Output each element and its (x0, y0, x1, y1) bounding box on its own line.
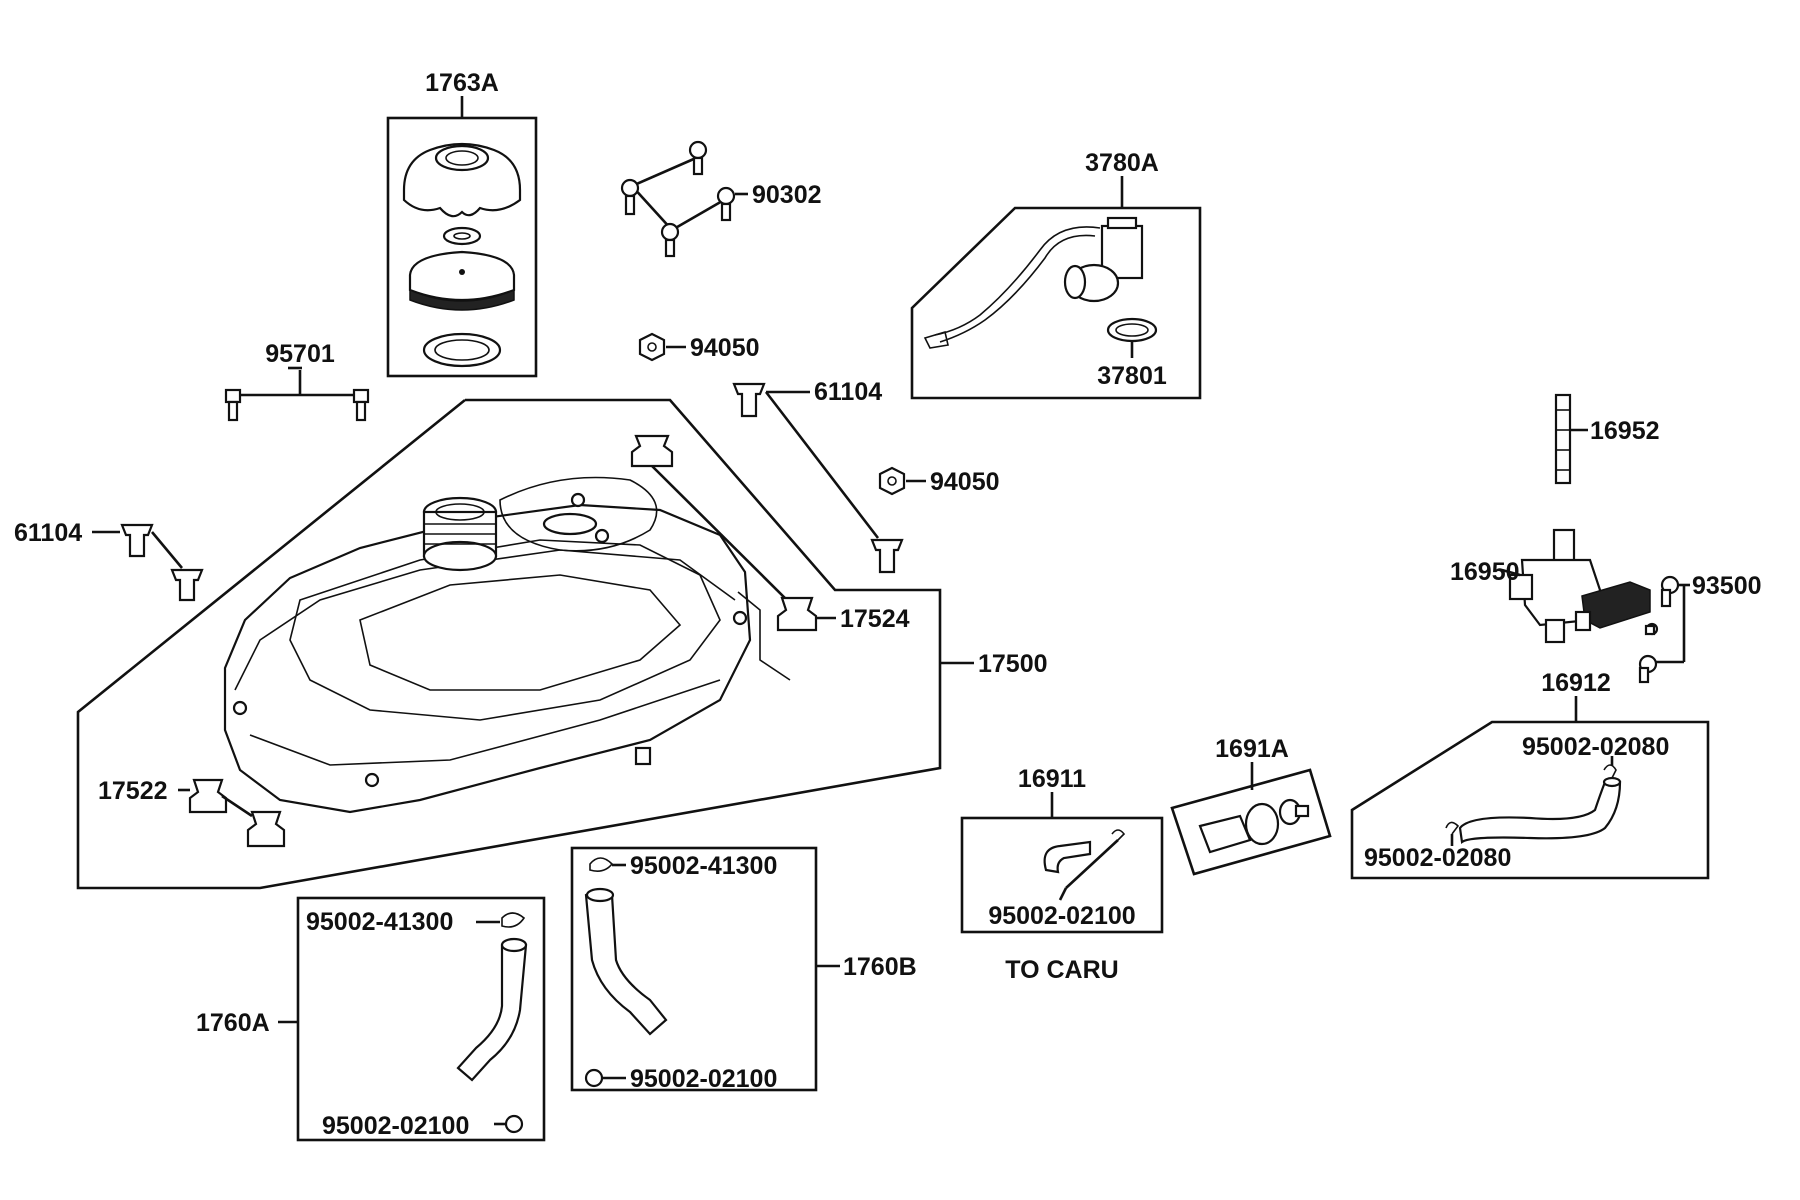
label-61104-left: 61104 (14, 519, 82, 547)
label-16911: 16911 (1018, 765, 1086, 793)
bolts-90302-group: 90302 (620, 140, 822, 258)
fuel-unit-box (910, 206, 1202, 400)
hose-16911-group: 16911 95002-02100 TO CARU (960, 765, 1164, 984)
hose-1760A-group: 95002-41300 1760A 95002-02100 (196, 896, 546, 1142)
label-95002-02100-a: 95002-02100 (322, 1112, 469, 1140)
label-95002-02100-b: 95002-02100 (630, 1065, 777, 1093)
screw-93500-group: 93500 (1638, 572, 1762, 684)
label-17500: 17500 (978, 650, 1048, 678)
label-95002-02080-top: 95002-02080 (1522, 733, 1669, 761)
hose-1760B-group: 95002-41300 95002-02100 1760B (570, 846, 917, 1093)
hose-16912-box (1350, 720, 1710, 880)
label-95002-41300-b: 95002-41300 (630, 852, 777, 880)
label-16952: 16952 (1590, 417, 1660, 445)
hose-1760B-box (570, 846, 818, 1092)
label-16950: 16950 (1450, 558, 1520, 586)
label-61104-right: 61104 (814, 378, 882, 406)
label-95002-02080-bottom: 95002-02080 (1364, 844, 1511, 872)
label-1760A: 1760A (196, 1009, 270, 1037)
label-95701: 95701 (265, 340, 335, 368)
hose-1760A-box (296, 896, 546, 1142)
cushion-61104-left-group: 61104 (14, 519, 204, 602)
label-17524: 17524 (840, 605, 910, 633)
label-to-caru: TO CARU (1005, 956, 1118, 984)
nut-94050-mid-group: 94050 (878, 466, 1000, 496)
fuel-cock-group: 16950 (1450, 528, 1651, 644)
label-1763A: 1763A (425, 69, 499, 97)
label-95002-02100-16911: 95002-02100 (988, 902, 1135, 930)
filter-1691A-group: 1691A (1170, 735, 1332, 876)
bolts-95701-group: 95701 (224, 340, 370, 422)
label-17522: 17522 (98, 777, 168, 805)
label-94050-top: 94050 (690, 334, 760, 362)
nut-94050-top-group: 94050 (638, 332, 760, 362)
rubber-17524-group: 17524 (630, 434, 910, 633)
label-94050-mid: 94050 (930, 468, 1000, 496)
label-93500: 93500 (1692, 572, 1762, 600)
cushion-61104-right-group: 61104 (732, 378, 904, 574)
label-16912: 16912 (1541, 669, 1611, 697)
label-1760B: 1760B (843, 953, 917, 981)
filter-16952-group: 16952 (1554, 393, 1660, 485)
hose-16911-box (960, 816, 1164, 934)
label-3780A: 3780A (1085, 149, 1159, 177)
label-90302: 90302 (752, 181, 822, 209)
label-37801: 37801 (1097, 362, 1167, 390)
label-95002-41300-a: 95002-41300 (306, 908, 453, 936)
label-1691A: 1691A (1215, 735, 1289, 763)
filler-cap-group: 1763A (386, 69, 538, 378)
fuel-unit-group: 3780A 37801 (910, 149, 1202, 400)
fuel-tank-group: 17500 (76, 398, 1048, 890)
hose-16912-group: 16912 95002-02080 95002-02080 (1350, 669, 1710, 880)
rubber-17522-group: 17522 (98, 777, 286, 848)
filter-1691A-box (1170, 768, 1332, 876)
